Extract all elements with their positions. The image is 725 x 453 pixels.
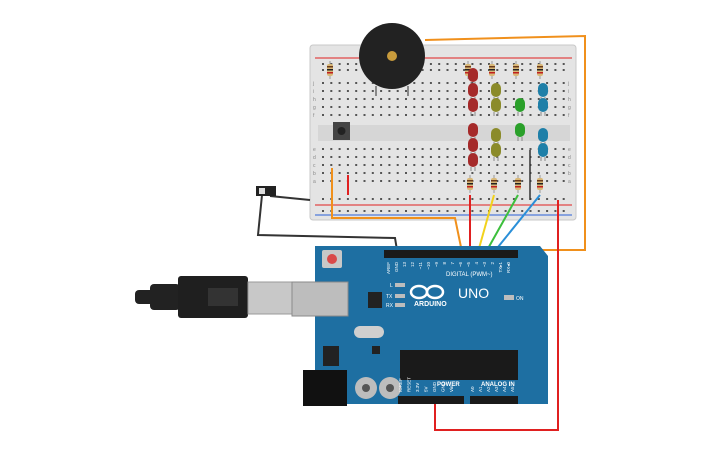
digital-pin-label: ~10 [426, 262, 431, 270]
usb-cable [135, 276, 294, 318]
resistor[interactable] [515, 175, 521, 193]
digital-pin-label: ~9 [434, 262, 439, 268]
row-letter: j [312, 81, 314, 87]
row-letter: a [568, 179, 571, 185]
row-letter: h [313, 97, 316, 103]
power-pin-label: 3.3V [415, 383, 420, 392]
power-label: POWER [437, 382, 460, 388]
power-pin-label: GND [441, 381, 446, 392]
digital-pin-label: ~5 [466, 262, 471, 268]
piezo-buzzer[interactable] [359, 23, 425, 96]
digital-pwm-label: DIGITAL (PWM~) [446, 272, 493, 278]
power-pin-label: GND [432, 381, 437, 392]
row-letter: b [313, 171, 316, 177]
analog-pin-label: A0 [470, 386, 475, 392]
digital-pin-label: ~11 [418, 262, 423, 270]
row-letter: a [313, 179, 316, 185]
power-pin-label: IOREF [398, 378, 403, 392]
power-pin-label: Vin [449, 385, 454, 392]
resistor[interactable] [467, 175, 473, 193]
digital-pin-label: 4 [474, 262, 479, 265]
led[interactable] [538, 98, 548, 116]
led[interactable] [468, 153, 478, 171]
orange-wire [424, 34, 586, 251]
digital-pin-label: TX▸1 [498, 262, 503, 273]
row-letter: f [313, 113, 315, 119]
row-letter: e [313, 147, 316, 153]
digital-pin-label: RX◂0 [506, 262, 511, 274]
row-letter: e [568, 147, 571, 153]
rx-led-label: RX [386, 303, 394, 309]
slide-switch[interactable] [256, 186, 276, 196]
power-pin-label: 5V [424, 386, 429, 392]
row-letter: d [313, 155, 316, 161]
resistor[interactable] [513, 61, 519, 79]
digital-pin-label: 7 [450, 262, 455, 265]
analog-pin-label: A2 [486, 386, 491, 392]
analog-pin-label: A3 [494, 386, 499, 392]
digital-pin-label: ~6 [458, 262, 463, 268]
wires [256, 34, 586, 431]
digital-pin-label: 13 [402, 262, 407, 268]
digital-pin-label: 8 [442, 262, 447, 265]
resistor[interactable] [491, 175, 497, 193]
arduino-logo [409, 284, 445, 300]
led[interactable] [491, 98, 501, 116]
led[interactable] [538, 143, 548, 161]
row-letter: h [568, 97, 571, 103]
resistor[interactable] [489, 61, 495, 79]
led[interactable] [515, 123, 525, 141]
black-wire [256, 194, 398, 251]
row-letter: c [568, 163, 571, 169]
digital-pin-label: GND [394, 261, 399, 272]
row-letter: c [313, 163, 316, 169]
red-wire-power [434, 200, 559, 431]
power-pin-label: RESET [407, 377, 412, 392]
uno-model-text: UNO [458, 285, 489, 301]
row-letter: i [568, 89, 569, 95]
row-letter: g [568, 105, 571, 111]
row-letter: d [568, 155, 571, 161]
analog-pin-label: A1 [478, 386, 483, 392]
resistor[interactable] [537, 175, 543, 193]
tx-led-label: TX [386, 294, 393, 300]
on-led-label: ON [516, 296, 524, 302]
arduino-uno-board[interactable] [291, 246, 548, 406]
blue-wire [493, 194, 541, 253]
black-wire-2 [269, 195, 311, 201]
orange-wire-left [331, 168, 463, 253]
led[interactable] [468, 98, 478, 116]
digital-pin-label: 12 [410, 262, 415, 268]
analog-in-label: ANALOG IN [481, 382, 515, 388]
resistor[interactable] [327, 61, 333, 79]
digital-pin-label: AREF [386, 262, 391, 274]
led[interactable] [515, 98, 525, 116]
row-letter: b [568, 171, 571, 177]
resistor[interactable] [537, 61, 543, 79]
row-letter: j [567, 81, 569, 87]
digital-pin-label: ~3 [482, 262, 487, 268]
row-letter: f [568, 113, 570, 119]
breadboard-holes [322, 63, 565, 212]
pushbutton[interactable] [333, 122, 350, 140]
row-letter: g [313, 105, 316, 111]
resistors[interactable] [327, 61, 543, 193]
led[interactable] [491, 143, 501, 161]
digital-pin-label: 2 [490, 262, 495, 265]
green-wire [485, 194, 519, 253]
row-letter: i [313, 89, 314, 95]
arduino-brand-text: ARDUINO [414, 301, 447, 308]
led-array[interactable] [468, 68, 548, 171]
yellow-wire [477, 194, 495, 253]
analog-pin-label: A5 [510, 386, 515, 392]
analog-pin-label: A4 [502, 386, 507, 392]
l-led-label: L [390, 283, 393, 289]
